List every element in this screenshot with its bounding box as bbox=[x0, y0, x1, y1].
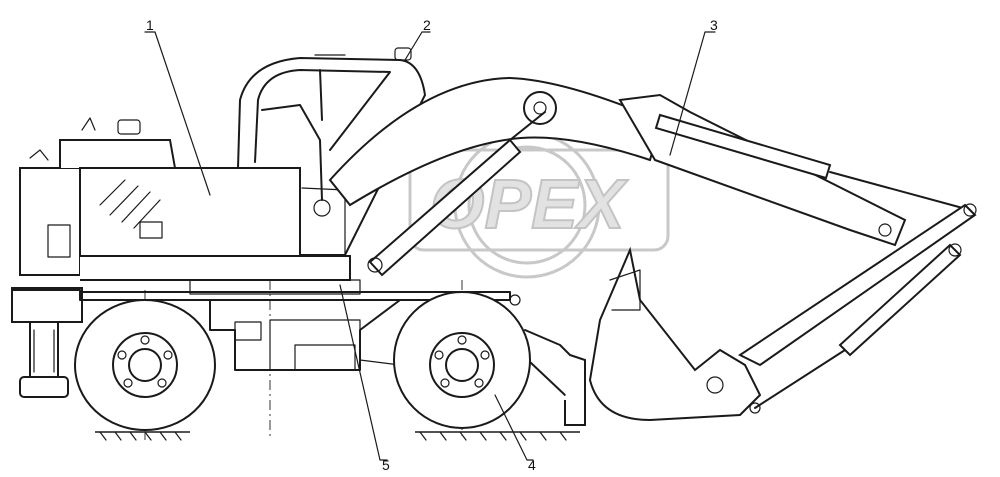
boom-cylinder-barrel bbox=[368, 138, 522, 277]
chassis-center-box bbox=[209, 299, 401, 371]
stick-cylinder bbox=[654, 113, 971, 211]
stick-cylinder-rod bbox=[829, 171, 971, 211]
lift-eye bbox=[29, 149, 49, 161]
callout-labels: 1 2 3 4 5 bbox=[146, 17, 718, 473]
callout-1: 1 bbox=[146, 17, 154, 33]
front-bolt bbox=[434, 350, 444, 360]
leader-4 bbox=[494, 394, 534, 461]
boom-tip-pin bbox=[878, 223, 892, 237]
blade bbox=[564, 354, 586, 426]
stick-cylinder-barrel bbox=[654, 113, 832, 180]
slew-ring bbox=[189, 279, 361, 295]
upper-structure bbox=[19, 117, 361, 295]
front-bolt bbox=[440, 378, 450, 388]
bucket-pin bbox=[706, 376, 724, 394]
engine-cover-top bbox=[59, 139, 176, 169]
leader-3 bbox=[669, 31, 716, 156]
callout-leaders bbox=[144, 31, 716, 461]
counterweight bbox=[19, 167, 81, 276]
rear-hub bbox=[128, 348, 162, 382]
rear-wheel bbox=[74, 299, 216, 431]
transmission-detail bbox=[294, 344, 356, 371]
cab-pillar bbox=[319, 69, 323, 121]
stick-pin bbox=[963, 203, 977, 217]
bucket-cylinder-barrel bbox=[838, 243, 962, 357]
outrigger-pad bbox=[19, 376, 69, 398]
front-bolt bbox=[474, 378, 484, 388]
cab-lamp bbox=[313, 199, 331, 217]
callout-5: 5 bbox=[382, 457, 390, 473]
front-bolt bbox=[457, 335, 467, 345]
boom-pivot bbox=[523, 91, 557, 125]
bucket bbox=[588, 246, 762, 422]
outrigger-leg bbox=[29, 321, 59, 378]
bucket-link-pin bbox=[749, 402, 761, 414]
front-bolt bbox=[480, 350, 490, 360]
hood-vent bbox=[99, 179, 161, 229]
engine-hood bbox=[79, 167, 301, 257]
blade-arm bbox=[524, 329, 576, 381]
outrigger-housing bbox=[11, 287, 83, 323]
rear-bolt bbox=[117, 350, 127, 360]
watermark-frame bbox=[408, 148, 670, 252]
beacon-lamp bbox=[394, 47, 412, 61]
watermark-gear-inner bbox=[467, 145, 587, 265]
rear-outrigger bbox=[11, 287, 83, 398]
bucket-cylinder-pin bbox=[948, 243, 962, 257]
front-hub bbox=[445, 348, 479, 382]
stick-arm bbox=[738, 203, 977, 367]
dozer-blade bbox=[524, 329, 586, 426]
house-base bbox=[80, 255, 351, 281]
callout-4: 4 bbox=[528, 457, 536, 473]
bucket-cylinder bbox=[754, 243, 962, 409]
tow-pin bbox=[509, 294, 521, 306]
boom-cylinder-rod bbox=[509, 111, 546, 141]
air-filter bbox=[117, 119, 141, 135]
ground-hatch-right bbox=[419, 431, 567, 441]
rear-bolt bbox=[163, 350, 173, 360]
rear-tire bbox=[74, 299, 216, 431]
front-tire bbox=[393, 291, 531, 429]
chassis-box-small bbox=[234, 321, 262, 341]
counterweight-lamp bbox=[47, 224, 71, 258]
rear-bolt bbox=[123, 378, 133, 388]
exhaust bbox=[81, 117, 96, 131]
rear-bolt bbox=[140, 335, 150, 345]
front-rim bbox=[429, 332, 495, 398]
boom-pivot-pin bbox=[533, 101, 547, 115]
blade-cylinder bbox=[529, 361, 566, 396]
chassis bbox=[11, 289, 521, 371]
leader-2 bbox=[404, 31, 431, 61]
boom-cylinder bbox=[367, 111, 546, 277]
cab bbox=[236, 47, 427, 256]
bucket-body bbox=[588, 246, 762, 422]
front-wheel bbox=[393, 291, 531, 429]
bucket-bracket bbox=[609, 269, 641, 311]
leader-5 bbox=[339, 284, 388, 461]
ground bbox=[95, 431, 580, 441]
stick bbox=[738, 203, 977, 367]
hood-latch bbox=[139, 221, 163, 239]
boom-cylinder-base-pin bbox=[367, 257, 383, 273]
bucket-cylinder-rod bbox=[754, 349, 846, 409]
callout-3: 3 bbox=[710, 17, 718, 33]
rear-rim bbox=[112, 332, 178, 398]
ground-hatch-left bbox=[99, 431, 182, 441]
cab-door bbox=[261, 104, 323, 201]
callout-2: 2 bbox=[423, 17, 431, 33]
rear-bolt bbox=[157, 378, 167, 388]
chassis-frame bbox=[11, 289, 511, 301]
leader-1 bbox=[144, 31, 211, 196]
cab-window-frame bbox=[254, 69, 391, 163]
